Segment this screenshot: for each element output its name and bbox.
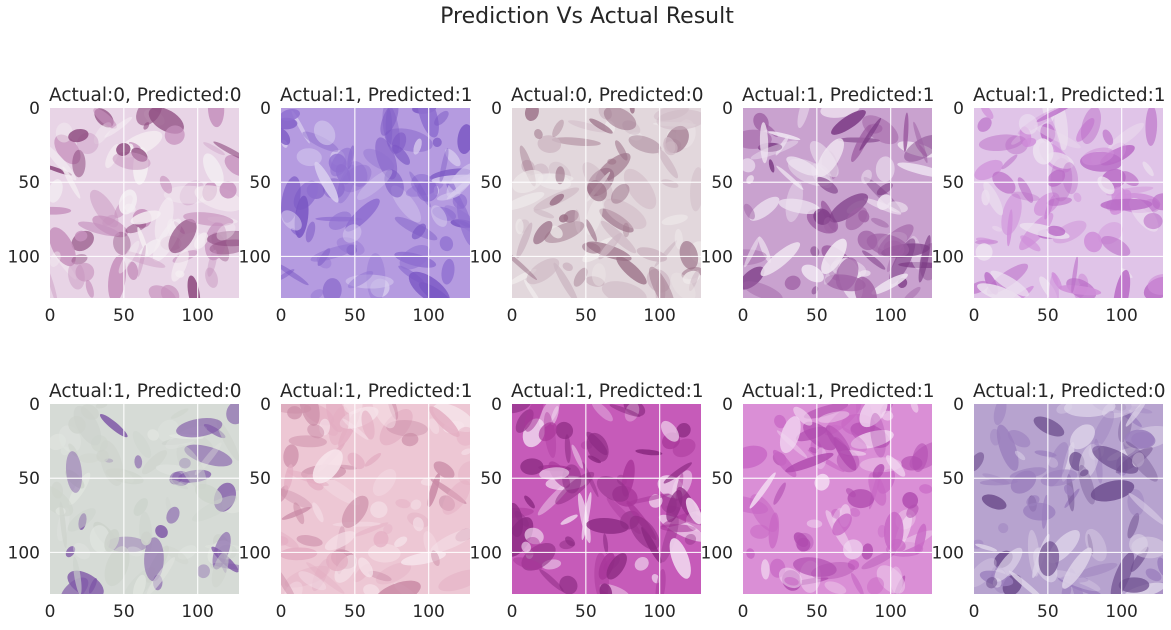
y-tick-label: 0 bbox=[260, 395, 271, 415]
y-tick-label: 100 bbox=[239, 543, 271, 563]
x-tick-label: 100 bbox=[412, 306, 444, 326]
y-tick-label: 50 bbox=[480, 173, 502, 193]
y-tick-label: 100 bbox=[701, 543, 733, 563]
y-tick-label: 100 bbox=[8, 543, 40, 563]
y-tick-label: 50 bbox=[249, 173, 271, 193]
tissue-image bbox=[974, 404, 1163, 594]
panel-title: Actual:1, Predicted:1 bbox=[280, 85, 473, 106]
panel-9: Actual:1, Predicted:1 0 50 100 0 50 100 bbox=[701, 381, 935, 622]
tissue-image bbox=[743, 404, 932, 594]
x-tick-label: 100 bbox=[181, 602, 213, 622]
panel-title: Actual:1, Predicted:1 bbox=[280, 381, 473, 402]
panel-title: Actual:1, Predicted:0 bbox=[49, 381, 242, 402]
y-tick-label: 50 bbox=[711, 173, 733, 193]
x-tick-label: 50 bbox=[344, 602, 366, 622]
x-tick-label: 100 bbox=[181, 306, 213, 326]
panel-8: Actual:1, Predicted:1 0 50 100 0 50 100 bbox=[470, 381, 704, 622]
x-tick-label: 0 bbox=[507, 602, 518, 622]
panel-title: Actual:0, Predicted:0 bbox=[49, 85, 242, 106]
tissue-image bbox=[512, 404, 701, 594]
x-tick-label: 0 bbox=[738, 602, 749, 622]
figure-title: Prediction Vs Actual Result bbox=[440, 4, 734, 29]
panel-title: Actual:1, Predicted:1 bbox=[973, 85, 1166, 106]
y-tick-label: 100 bbox=[239, 247, 271, 267]
x-tick-label: 0 bbox=[969, 602, 980, 622]
x-tick-label: 0 bbox=[276, 306, 287, 326]
x-tick-label: 100 bbox=[643, 306, 675, 326]
y-tick-label: 0 bbox=[29, 395, 40, 415]
y-tick-label: 50 bbox=[480, 469, 502, 489]
x-tick-label: 50 bbox=[575, 602, 597, 622]
panel-title: Actual:1, Predicted:1 bbox=[742, 85, 935, 106]
x-tick-label: 50 bbox=[1037, 306, 1059, 326]
y-tick-label: 50 bbox=[711, 469, 733, 489]
tissue-image bbox=[974, 108, 1163, 298]
panel-title: Actual:0, Predicted:0 bbox=[511, 85, 704, 106]
y-tick-label: 100 bbox=[932, 543, 964, 563]
y-tick-label: 0 bbox=[722, 395, 733, 415]
y-tick-label: 0 bbox=[953, 395, 964, 415]
x-tick-label: 50 bbox=[113, 306, 135, 326]
y-tick-label: 50 bbox=[942, 173, 964, 193]
panel-3: Actual:0, Predicted:0 0 50 100 0 50 100 bbox=[470, 85, 704, 326]
panel-7: Actual:1, Predicted:1 0 50 100 0 50 100 bbox=[239, 381, 473, 622]
panel-5: Actual:1, Predicted:1 0 50 100 0 50 100 bbox=[932, 85, 1166, 326]
x-tick-label: 50 bbox=[806, 306, 828, 326]
y-tick-label: 50 bbox=[942, 469, 964, 489]
panel-6: Actual:1, Predicted:0 0 50 100 0 50 100 bbox=[8, 381, 242, 622]
y-tick-label: 100 bbox=[470, 543, 502, 563]
x-tick-label: 100 bbox=[643, 602, 675, 622]
tissue-image bbox=[743, 108, 932, 298]
x-tick-label: 50 bbox=[344, 306, 366, 326]
x-tick-label: 50 bbox=[113, 602, 135, 622]
y-tick-label: 0 bbox=[29, 99, 40, 119]
x-tick-label: 50 bbox=[575, 306, 597, 326]
y-tick-label: 100 bbox=[470, 247, 502, 267]
panel-10: Actual:1, Predicted:0 0 50 100 0 50 100 bbox=[932, 381, 1166, 622]
x-tick-label: 100 bbox=[1105, 602, 1137, 622]
x-tick-label: 100 bbox=[874, 306, 906, 326]
tissue-image bbox=[50, 404, 239, 594]
y-tick-label: 100 bbox=[701, 247, 733, 267]
panel-title: Actual:1, Predicted:1 bbox=[742, 381, 935, 402]
x-tick-label: 100 bbox=[874, 602, 906, 622]
y-tick-label: 50 bbox=[18, 469, 40, 489]
y-tick-label: 100 bbox=[932, 247, 964, 267]
x-tick-label: 50 bbox=[1037, 602, 1059, 622]
panel-4: Actual:1, Predicted:1 0 50 100 0 50 100 bbox=[701, 85, 935, 326]
panel-title: Actual:1, Predicted:1 bbox=[511, 381, 704, 402]
tissue-image bbox=[512, 108, 701, 298]
tissue-image bbox=[281, 404, 470, 594]
y-tick-label: 50 bbox=[18, 173, 40, 193]
x-tick-label: 0 bbox=[738, 306, 749, 326]
panel-1: Actual:0, Predicted:0 0 50 100 0 50 100 bbox=[8, 85, 242, 326]
x-tick-label: 100 bbox=[412, 602, 444, 622]
y-tick-label: 0 bbox=[260, 99, 271, 119]
x-tick-label: 50 bbox=[806, 602, 828, 622]
y-tick-label: 0 bbox=[722, 99, 733, 119]
tissue-image bbox=[281, 108, 470, 298]
tissue-image bbox=[50, 108, 239, 298]
x-tick-label: 0 bbox=[507, 306, 518, 326]
x-tick-label: 0 bbox=[45, 602, 56, 622]
panel-2: Actual:1, Predicted:1 0 50 100 0 50 100 bbox=[239, 85, 473, 326]
x-tick-label: 0 bbox=[45, 306, 56, 326]
y-tick-label: 0 bbox=[491, 99, 502, 119]
panel-title: Actual:1, Predicted:0 bbox=[973, 381, 1166, 402]
y-tick-label: 50 bbox=[249, 469, 271, 489]
x-tick-label: 0 bbox=[969, 306, 980, 326]
y-tick-label: 0 bbox=[491, 395, 502, 415]
y-tick-label: 100 bbox=[8, 247, 40, 267]
x-tick-label: 0 bbox=[276, 602, 287, 622]
x-tick-label: 100 bbox=[1105, 306, 1137, 326]
y-tick-label: 0 bbox=[953, 99, 964, 119]
